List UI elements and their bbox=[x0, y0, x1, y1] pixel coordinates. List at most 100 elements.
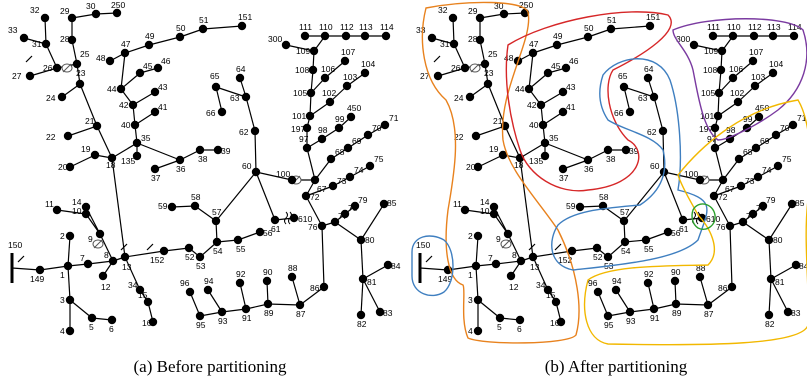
after-node-label-98: 98 bbox=[726, 125, 736, 135]
before-edge-8-9 bbox=[99, 233, 114, 262]
after-bus-node-29 bbox=[475, 13, 485, 23]
after-node-label-112: 112 bbox=[748, 22, 762, 32]
before-regulator-slash-0 bbox=[62, 63, 72, 73]
after-node-label-52: 52 bbox=[593, 252, 603, 262]
before-bus-node-135 bbox=[132, 151, 142, 161]
before-bus-node-15 bbox=[143, 297, 153, 307]
before-node-label-19: 19 bbox=[81, 144, 91, 154]
before-bus-node-64 bbox=[235, 73, 245, 83]
after-bus-node-44 bbox=[524, 84, 534, 94]
before-bus-node-66 bbox=[217, 107, 227, 117]
before-bus-node-51 bbox=[198, 24, 208, 34]
before-bus-node-91 bbox=[241, 304, 251, 314]
after-node-label-28: 28 bbox=[468, 34, 478, 44]
before-bus-node-53 bbox=[195, 252, 205, 262]
before-bus-node-5 bbox=[87, 313, 97, 323]
after-bus-node-31 bbox=[449, 39, 459, 49]
before-bus-node-59 bbox=[167, 202, 177, 212]
after-bus-node-83 bbox=[783, 307, 793, 317]
before-bus-node-10 bbox=[81, 209, 91, 219]
after-edge-87-88 bbox=[699, 276, 709, 306]
before-bus-node-54 bbox=[212, 237, 222, 247]
before-node-label-11: 11 bbox=[45, 199, 54, 209]
after-node-label-16: 16 bbox=[550, 318, 560, 328]
after-bus-node-10 bbox=[489, 209, 499, 219]
before-node-label-58: 58 bbox=[191, 192, 201, 202]
before-node-label-114: 114 bbox=[380, 22, 394, 32]
before-node-label-152: 152 bbox=[150, 255, 164, 265]
before-node-label-103: 103 bbox=[343, 72, 357, 82]
before-edge-60-62 bbox=[254, 130, 257, 173]
after-bus-node-81 bbox=[766, 274, 776, 284]
before-edge-51-151 bbox=[202, 25, 243, 30]
before-bus-node-55 bbox=[233, 235, 243, 245]
after-edge-26-31 bbox=[453, 43, 466, 69]
after-edge-95-96 bbox=[597, 291, 609, 317]
after-bus-node-72 bbox=[709, 191, 719, 201]
after-node-label-96: 96 bbox=[588, 278, 598, 288]
before-edge-95-96 bbox=[189, 291, 201, 317]
before-node-label-81: 81 bbox=[367, 277, 377, 287]
after-node-label-95: 95 bbox=[604, 320, 614, 330]
before-node-label-64: 64 bbox=[236, 64, 246, 74]
after-bus-node-33 bbox=[427, 33, 437, 43]
after-bus-node-135 bbox=[540, 151, 550, 161]
after-bus-node-53 bbox=[603, 252, 613, 262]
before-edge-67-68 bbox=[314, 158, 332, 181]
before-node-label-14: 14 bbox=[72, 197, 82, 207]
after-switch-3 bbox=[528, 243, 536, 251]
after-edge-91-92 bbox=[647, 282, 655, 310]
after-bus-node-91 bbox=[649, 304, 659, 314]
after-node-label-72: 72 bbox=[718, 192, 728, 202]
after-bus-node-111 bbox=[708, 31, 718, 41]
before-bus-node-44 bbox=[116, 84, 126, 94]
before-bus-node-41 bbox=[150, 107, 160, 117]
before-bus-node-105 bbox=[306, 88, 316, 98]
before-node-label-107: 107 bbox=[341, 47, 355, 57]
before-node-label-20: 20 bbox=[58, 162, 68, 172]
after-edge-72-76 bbox=[713, 195, 731, 227]
before-bus-node-73 bbox=[328, 181, 338, 191]
before-bus-node-92 bbox=[235, 278, 245, 288]
after-bus-node-92 bbox=[643, 278, 653, 288]
after-node-label-105: 105 bbox=[701, 88, 715, 98]
after-bus-node-100 bbox=[695, 175, 705, 185]
after-switch-2 bbox=[425, 255, 433, 263]
after-node-label-43: 43 bbox=[566, 82, 576, 92]
before-bus-node-84 bbox=[383, 260, 393, 270]
before-bus-node-610 bbox=[289, 213, 299, 223]
after-node-label-151: 151 bbox=[646, 12, 660, 22]
after-node-label-150: 150 bbox=[416, 240, 430, 250]
after-bus-node-28 bbox=[475, 35, 485, 45]
before-node-label-63: 63 bbox=[230, 93, 240, 103]
before-node-label-90: 90 bbox=[263, 267, 273, 277]
after-node-label-70: 70 bbox=[780, 123, 790, 133]
after-node-label-57: 57 bbox=[620, 207, 630, 217]
before-bus-node-108 bbox=[308, 65, 318, 75]
after-node-label-24: 24 bbox=[454, 93, 464, 103]
before-bus-node-45 bbox=[135, 68, 145, 78]
after-edge-87-89 bbox=[675, 303, 709, 306]
after-edge-109-300 bbox=[693, 44, 723, 52]
before-node-label-84: 84 bbox=[391, 261, 401, 271]
before-node-label-57: 57 bbox=[212, 207, 222, 217]
after-node-label-61: 61 bbox=[679, 224, 689, 234]
before-bus-node-102 bbox=[325, 97, 335, 107]
partition-region-5 bbox=[583, 99, 807, 346]
before-edge-67-97 bbox=[306, 147, 316, 181]
after-bus-node-70 bbox=[771, 130, 781, 140]
after-node-label-30: 30 bbox=[494, 1, 504, 11]
before-node-label-41: 41 bbox=[158, 102, 168, 112]
before-bus-node-47 bbox=[120, 48, 130, 58]
before-bus-node-74 bbox=[345, 172, 355, 182]
before-bus-node-300 bbox=[281, 40, 291, 50]
before-bus-node-88 bbox=[287, 272, 297, 282]
before-bus-node-149 bbox=[35, 265, 45, 275]
before-node-label-15: 15 bbox=[138, 290, 148, 300]
after-bus-node-35 bbox=[540, 138, 550, 148]
after-switch-0 bbox=[433, 55, 441, 63]
before-node-label-93: 93 bbox=[218, 316, 228, 326]
after-bus-node-76 bbox=[725, 221, 735, 231]
after-node-label-80: 80 bbox=[773, 235, 783, 245]
